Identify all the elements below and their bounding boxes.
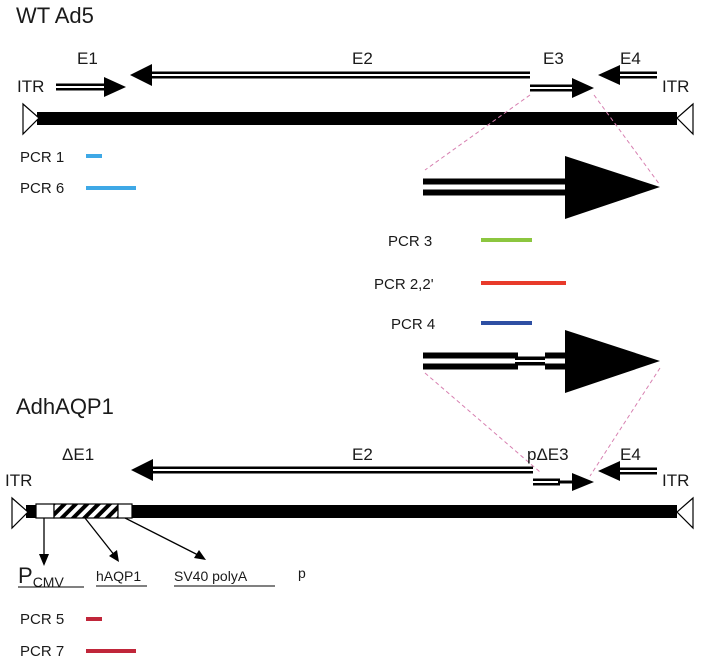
wt-ad5-title: WT Ad5	[16, 3, 94, 28]
wt-e1-label: E1	[77, 49, 98, 68]
ad-zoom-guide-left	[424, 372, 541, 473]
wt-itr-left-marker	[22, 102, 40, 136]
sv40-label: SV40 polyA	[174, 568, 248, 584]
haqp1-label: hAQP1	[96, 568, 141, 584]
pcr5-label: PCR 5	[20, 611, 64, 628]
wt-genome-bar	[22, 102, 694, 136]
pcmv-sub: CMV	[33, 574, 65, 590]
ad-e4-arrow	[598, 461, 657, 481]
ad-zoom-guide-right	[589, 367, 661, 477]
wt-e1-arrow	[56, 77, 126, 97]
pcr22-label: PCR 2,2'	[374, 276, 434, 293]
pcmv-p: P	[18, 563, 33, 588]
ad-itr-left-marker	[11, 496, 29, 530]
wt-itr-right-marker	[676, 102, 694, 136]
ad-e2-label: E2	[352, 445, 373, 464]
ad-itr-left-label: ITR	[5, 471, 32, 490]
ad-pde3-label: pΔE3	[527, 445, 569, 464]
wt-e3-zoom-arrow	[423, 156, 660, 219]
wt-e3-arrow	[530, 78, 594, 98]
wt-e2-arrow	[130, 64, 530, 86]
ad-genome-bar	[11, 496, 694, 530]
pcr7-label: PCR 7	[20, 643, 64, 660]
ad-e4-label: E4	[620, 445, 641, 464]
wt-itr-left-label: ITR	[17, 77, 44, 96]
cassette-pointers	[39, 517, 206, 566]
ad-itr-right-label: ITR	[662, 471, 689, 490]
ad-de1-label: ΔE1	[62, 445, 94, 464]
pcr1-label: PCR 1	[20, 149, 64, 166]
ad-pde3-zoom-arrow	[423, 330, 660, 393]
pcr3-label: PCR 3	[388, 233, 432, 250]
haqp1-box	[53, 503, 119, 519]
ad-e2-arrow	[131, 459, 533, 481]
ad-itr-right-marker	[676, 496, 694, 530]
wt-e3-label: E3	[543, 49, 564, 68]
wt-zoom-guide-right	[593, 94, 661, 186]
wt-e4-arrow	[598, 65, 657, 85]
pcmv-label: PCMV	[18, 563, 64, 590]
wt-zoom-guide-left	[424, 94, 531, 171]
wt-itr-right-label: ITR	[662, 77, 689, 96]
cmv-promoter-box	[35, 503, 55, 519]
sv40-box	[117, 503, 133, 519]
adhaqp1-title: AdhAQP1	[16, 394, 114, 419]
stray-p-label: p	[298, 565, 306, 581]
wt-e2-label: E2	[352, 49, 373, 68]
ad-pde3-arrow	[533, 473, 594, 491]
pcr6-label: PCR 6	[20, 180, 64, 197]
pcr4-label: PCR 4	[391, 316, 435, 333]
wt-e4-label: E4	[620, 49, 641, 68]
